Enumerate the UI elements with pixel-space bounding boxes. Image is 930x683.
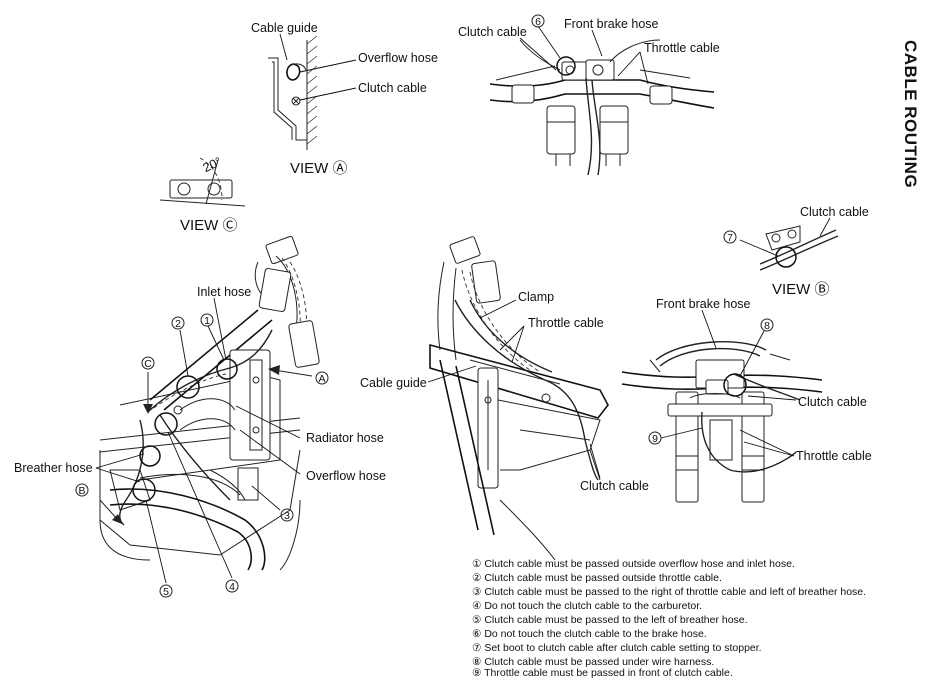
svg-text:C: C	[144, 358, 152, 370]
front-throttle-cable-label: Throttle cable	[796, 449, 872, 463]
note-item: ② Clutch cable must be passed outside th…	[472, 572, 722, 584]
callout-8: 8	[760, 318, 774, 332]
handlebar-clutch-cable-label: Clutch cable	[458, 25, 527, 39]
center-throttle-cable-label: Throttle cable	[528, 316, 604, 330]
view-b-clutch-cable-label: Clutch cable	[800, 205, 869, 219]
callout-9: 9	[648, 431, 662, 445]
note-item: ⑤ Clutch cable must be passed to the lef…	[472, 614, 748, 626]
note-item: ① Clutch cable must be passed outside ov…	[472, 558, 795, 570]
svg-text:2: 2	[175, 318, 181, 330]
callout-2: 2	[171, 316, 185, 330]
view-b-caption: VIEW Ⓑ	[772, 281, 830, 298]
center-clutch-cable-label: Clutch cable	[580, 479, 649, 493]
callout-3: 3	[280, 508, 294, 522]
marker-c: C	[141, 356, 155, 370]
note-item: ③ Clutch cable must be passed to the rig…	[472, 586, 866, 598]
clamp-label: Clamp	[518, 290, 554, 304]
note-item: ⑦ Set boot to clutch cable after clutch …	[472, 642, 762, 654]
callout-4: 4	[225, 579, 239, 593]
view-b-drawing	[739, 217, 839, 271]
inlet-hose-label: Inlet hose	[197, 285, 251, 299]
svg-text:4: 4	[229, 581, 235, 593]
handlebar-throttle-cable-label: Throttle cable	[644, 41, 720, 55]
svg-text:8: 8	[764, 320, 770, 332]
view-a-drawing	[268, 33, 357, 150]
view-a-cable-guide-label: Cable guide	[251, 21, 318, 35]
callout-6: 6	[531, 14, 545, 28]
callout-5: 5	[159, 584, 173, 598]
radiator-hose-label: Radiator hose	[306, 431, 384, 445]
note-item: ⑨ Throttle cable must be passed in front…	[472, 667, 733, 678]
callout-7: 7	[723, 230, 737, 244]
marker-a: A	[315, 371, 329, 385]
svg-text:3: 3	[284, 510, 290, 522]
svg-text:9: 9	[652, 433, 658, 445]
svg-text:6: 6	[535, 16, 541, 28]
view-c-caption: VIEW Ⓒ	[180, 217, 238, 234]
note-item: ⑧ Clutch cable must be passed under wire…	[472, 656, 714, 668]
note-item: ⑥ Do not touch the clutch cable to the b…	[472, 628, 707, 640]
breather-hose-label: Breather hose	[14, 461, 93, 475]
front-view-drawing	[621, 309, 823, 503]
note-item: ④ Do not touch the clutch cable to the c…	[472, 600, 702, 612]
view-a-clutch-cable-label: Clutch cable	[358, 81, 427, 95]
page-title: CABLE ROUTING	[901, 40, 920, 188]
front-brake-hose-label: Front brake hose	[656, 297, 751, 311]
center-cable-guide-label: Cable guide	[360, 376, 427, 390]
front-clutch-cable-label: Clutch cable	[798, 395, 867, 409]
left-overflow-hose-label: Overflow hose	[306, 469, 386, 483]
view-a-caption: VIEW Ⓐ	[290, 160, 348, 177]
marker-b: B	[75, 483, 89, 497]
handlebar-front-brake-hose-label: Front brake hose	[564, 17, 659, 31]
handlebar-drawing	[489, 25, 715, 176]
view-a-overflow-hose-label: Overflow hose	[358, 51, 438, 65]
callout-1: 1	[200, 313, 214, 327]
view-c-angle-label: 20°	[201, 154, 224, 175]
svg-text:1: 1	[204, 315, 210, 327]
left-frame-drawing	[95, 235, 320, 584]
svg-text:5: 5	[163, 586, 169, 598]
view-c-drawing	[159, 157, 246, 207]
svg-text:B: B	[78, 485, 85, 497]
routing-notes: ① Clutch cable must be passed outside ov…	[472, 558, 866, 679]
svg-text:A: A	[318, 373, 325, 385]
center-frame-drawing	[427, 236, 609, 561]
svg-text:7: 7	[727, 232, 733, 244]
